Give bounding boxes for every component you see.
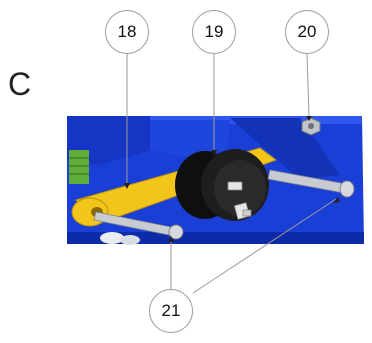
- leader-lines: [126, 53, 337, 294]
- hex-nut: [301, 117, 321, 136]
- leader-21-right: [192, 198, 337, 294]
- pin-right: [267, 169, 355, 198]
- callout-20: 20: [285, 10, 329, 54]
- callout-21: 21: [149, 289, 193, 333]
- panel-letter: C: [8, 66, 32, 102]
- white-fitting: [100, 232, 140, 245]
- leader-arrowheads: [124, 116, 340, 242]
- callout-19: 19: [192, 10, 236, 54]
- leader-20: [306, 53, 310, 119]
- black-motor: [175, 149, 269, 221]
- pin-left: [93, 211, 184, 240]
- green-connector: [69, 150, 89, 184]
- callout-18: 18: [105, 10, 149, 54]
